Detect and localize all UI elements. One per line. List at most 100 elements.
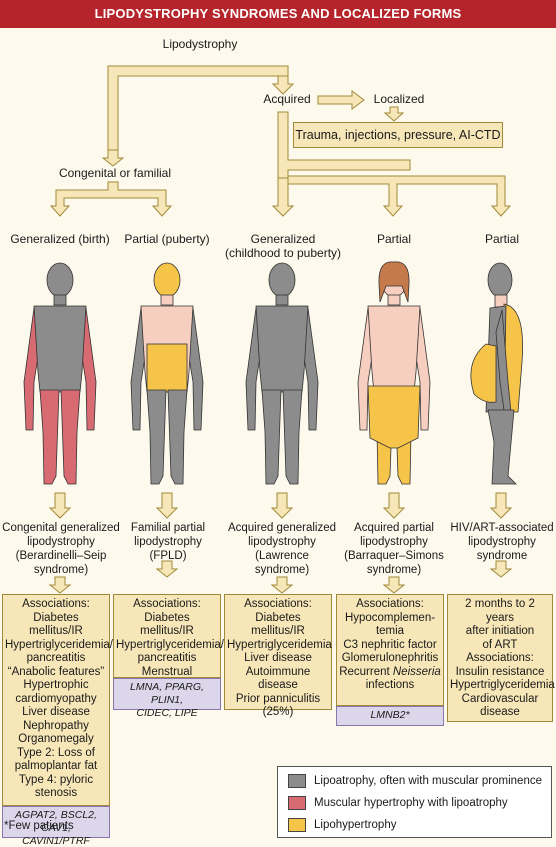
association-line: Hypertriglyceridemia <box>450 679 555 691</box>
association-line: Diabetes mellitus/IR <box>140 611 194 638</box>
association-line: Hypertriglyceridemia <box>227 638 332 651</box>
arrow-to-associations-5 <box>489 560 513 578</box>
body-legs <box>487 409 517 485</box>
association-line: Type 4: pyloric <box>18 773 94 786</box>
association-line: Diabetes mellitus/IR <box>251 611 305 638</box>
body-hair <box>378 261 410 303</box>
association-line: Associations: <box>133 598 201 610</box>
association-line: Hypertriglyceridemia/ <box>116 638 225 651</box>
body-neck <box>387 294 401 306</box>
genes-col4: LMNB2* <box>336 706 444 726</box>
association-line: Hypocomplemen- <box>344 611 436 624</box>
node-localized-causes: Trauma, injections, pressure, AI-CTD <box>293 122 503 148</box>
body-head <box>153 262 181 298</box>
arrow-to-trauma <box>383 106 405 122</box>
arrow-to-associations-1 <box>48 576 72 594</box>
legend-swatch <box>288 774 306 788</box>
association-line: Associations: <box>22 598 90 610</box>
arrow-to-associations-4 <box>382 576 406 594</box>
body-abdomen <box>470 343 497 403</box>
arrow-acquired-partial-split <box>287 175 512 217</box>
legend-swatch <box>288 818 306 832</box>
body-head <box>268 262 296 298</box>
association-line: Glomerulonephritis <box>341 652 439 664</box>
association-line: Prior panniculitis <box>235 692 321 705</box>
body-torso <box>33 305 87 393</box>
arrow-down-col4 <box>382 492 406 519</box>
association-line: Recurrent Neisseria <box>339 665 441 678</box>
body-leg-left <box>146 389 167 485</box>
node-acquired: Acquired <box>263 92 311 106</box>
heading-col4: Partial <box>376 232 411 246</box>
association-line: 2 months to 2 years <box>465 598 535 624</box>
genes-col1: AGPAT2, BSCL2, CAV1,CAVIN1/PTRF <box>2 806 110 847</box>
association-line: stenosis <box>34 787 78 799</box>
heading-col3: Generalized(childhood to puberty) <box>224 232 342 260</box>
heading-col2: Partial (puberty) <box>124 232 210 246</box>
association-line: (25%) <box>262 706 294 718</box>
node-localized: Localized <box>373 92 425 106</box>
association-line: Autoimmune disease <box>245 665 311 692</box>
association-line: cardiomyopathy <box>15 692 97 705</box>
node-lipodystrophy: Lipodystrophy <box>162 37 238 51</box>
arrow-to-localized <box>317 90 365 110</box>
arrow-down-col1 <box>48 492 72 519</box>
body-leg-left <box>261 389 282 485</box>
body-head <box>46 262 74 298</box>
association-line: temia <box>375 625 405 637</box>
legend-item-muscular: Muscular hypertrophy with lipoatrophy <box>288 795 508 811</box>
heading-col5: Partial <box>484 232 519 246</box>
association-line: Liver disease <box>244 652 312 664</box>
body-torso <box>367 305 421 393</box>
arrow-root-bar <box>107 65 289 151</box>
association-line: after initiation <box>465 625 535 637</box>
association-line: Type 2: Loss of <box>17 746 95 759</box>
body-leg-right <box>167 389 188 485</box>
body-neck <box>275 294 289 306</box>
legend-swatch <box>288 796 306 810</box>
association-line: disease <box>480 706 520 718</box>
body-hips <box>367 385 421 449</box>
node-congenital: Congenital or familial <box>58 166 172 180</box>
association-line: Associations: <box>356 598 424 610</box>
association-line: pancreatitis <box>137 652 197 664</box>
arrow-congenital-split <box>49 181 173 217</box>
association-line: Diabetes mellitus/IR <box>29 611 83 638</box>
legend-item-lipohypertrophy: Lipohypertrophy <box>288 817 396 833</box>
association-line: palmoplantar fat <box>14 760 98 772</box>
association-line: Associations: <box>466 652 534 664</box>
legend: Lipoatrophy, often with muscular promine… <box>277 766 552 838</box>
body-neck <box>53 294 67 306</box>
arrow-to-associations-3 <box>270 576 294 594</box>
genes-col2: LMNA, PPARG, PLIN1,CIDEC, LIPE <box>113 678 221 719</box>
figure-title: LIPODYSTROPHY SYNDROMES AND LOCALIZED FO… <box>0 0 556 28</box>
arrow-down-col3 <box>270 492 294 519</box>
arrow-to-congenital <box>101 149 125 167</box>
association-line: Hypertrophic <box>23 679 89 691</box>
association-line: Hypertriglyceridemia/ <box>5 638 114 651</box>
association-line: Insulin resistance <box>455 665 545 678</box>
association-line: pancreatitis <box>26 652 86 664</box>
arrow-to-associations-2 <box>155 560 179 578</box>
heading-col1: Generalized (birth) <box>10 232 110 246</box>
body-leg-right <box>60 389 81 485</box>
association-line: C3 nephritic factor <box>343 638 437 651</box>
association-line: Cardiovascular <box>461 692 539 705</box>
association-line: “Anabolic features” <box>7 665 105 678</box>
association-line: Liver disease <box>22 706 90 718</box>
arrow-down-col5 <box>489 492 513 519</box>
body-leg-left <box>39 389 60 485</box>
association-line: Nephropathy <box>23 719 89 732</box>
association-line: Organomegaly <box>18 733 94 745</box>
